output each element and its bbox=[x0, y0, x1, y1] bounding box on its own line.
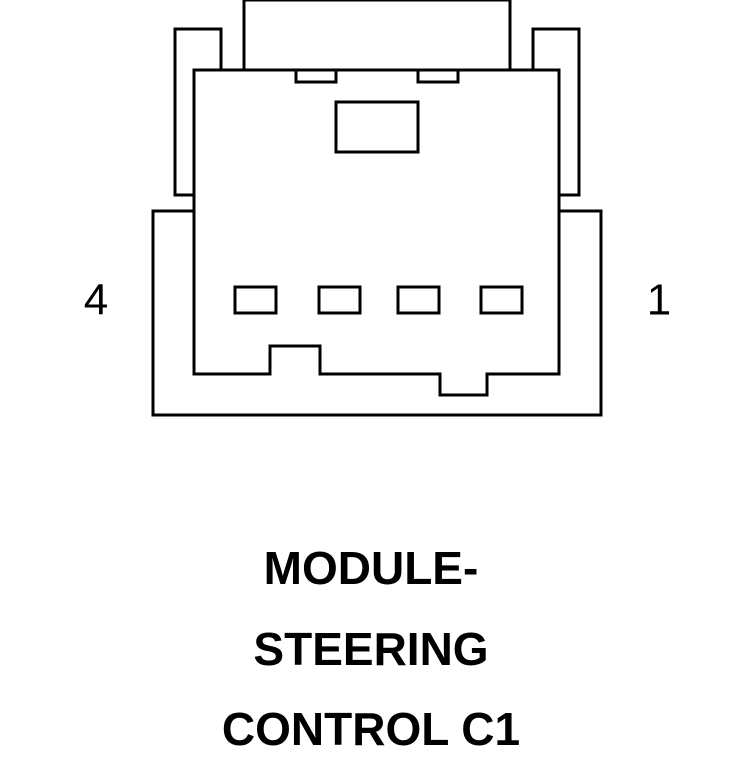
left-latch-lip bbox=[294, 68, 338, 84]
title-line-3: CONTROL C1 bbox=[221, 703, 521, 755]
pin-cavity-4 bbox=[233, 285, 278, 315]
pin-cavity-1 bbox=[479, 285, 524, 315]
pin-cavity-3 bbox=[317, 285, 362, 315]
pin-label-left: 4 bbox=[84, 276, 108, 325]
right-latch-lip bbox=[416, 68, 460, 84]
title-line-2: STEERING bbox=[253, 623, 489, 675]
latch-recess bbox=[334, 100, 420, 154]
connector-body bbox=[192, 68, 561, 397]
title-line-1: MODULE- bbox=[263, 542, 479, 594]
pin-label-right: 1 bbox=[647, 276, 671, 325]
pin-cavity-2 bbox=[396, 285, 441, 315]
top-locking-tab bbox=[242, 0, 512, 72]
